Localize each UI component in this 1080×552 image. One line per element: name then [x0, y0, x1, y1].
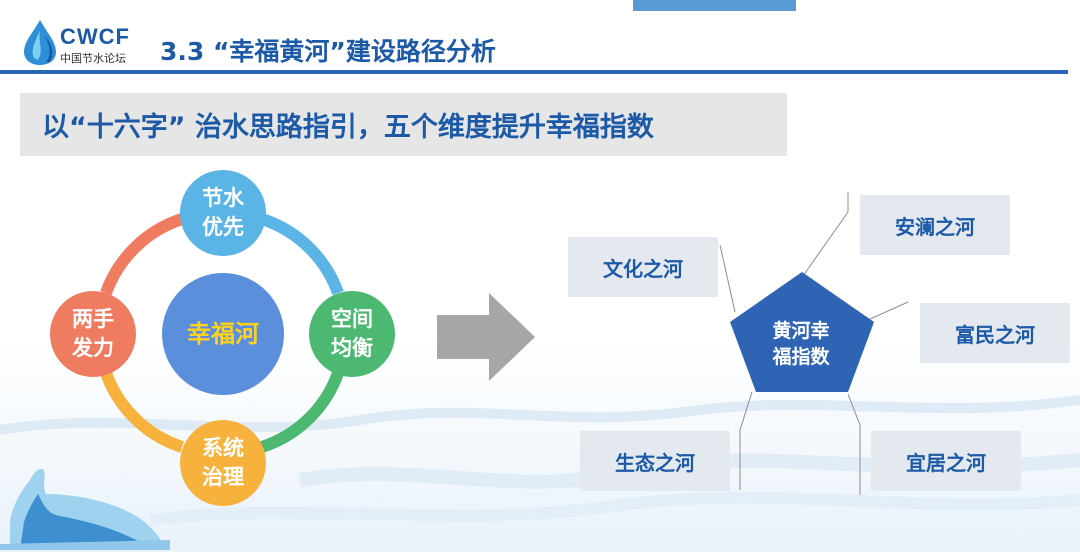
header: CWCF 中国节水论坛 3.3 “幸福黄河”建设路径分析 — [0, 0, 1080, 75]
dimension-livable: 宜居之河 — [871, 431, 1021, 491]
arc-right-bottom — [260, 370, 344, 453]
dimension-ecology: 生态之河 — [580, 431, 730, 491]
right-arrow-icon — [437, 293, 535, 381]
node-label-line1: 两手 — [72, 307, 114, 331]
node-label-line2: 均衡 — [331, 336, 373, 360]
node-label-line1: 节水 — [202, 186, 244, 210]
top-tab-decoration — [633, 0, 796, 11]
pentagon-label: 黄河幸 福指数 — [742, 318, 860, 370]
node-two-hands: 两手 发力 — [50, 291, 136, 377]
node-label-line2: 治理 — [202, 465, 244, 489]
cycle-ring — [100, 213, 344, 453]
center-node-label: 幸福河 — [187, 319, 259, 348]
node-label-line2: 发力 — [72, 336, 114, 360]
pentagon-line1: 黄河幸 — [772, 320, 830, 342]
node-label-line1: 空间 — [331, 307, 373, 331]
yellow-river-mother-statue-icon — [0, 468, 170, 550]
node-water-saving: 节水 优先 — [180, 170, 266, 256]
dimension-wealth: 富民之河 — [920, 303, 1070, 363]
banner-text: 以“十六字” 治水思路指引，五个维度提升幸福指数 — [42, 112, 654, 143]
node-spatial-balance: 空间 均衡 — [309, 291, 395, 377]
water-drop-icon — [24, 20, 56, 65]
logo: CWCF 中国节水论坛 — [20, 18, 150, 68]
header-divider — [0, 70, 1068, 74]
node-label-line2: 优先 — [202, 215, 244, 239]
dimension-safety: 安澜之河 — [860, 195, 1010, 255]
arc-left-top — [100, 213, 184, 296]
arc-top-right — [260, 213, 344, 296]
node-system-governance: 系统 治理 — [180, 420, 266, 506]
pentagon-shape — [730, 272, 874, 392]
node-label-line1: 系统 — [202, 436, 244, 460]
center-node: 幸福河 — [162, 273, 284, 395]
section-title: 3.3 “幸福黄河”建设路径分析 — [160, 37, 496, 66]
dimension-culture: 文化之河 — [568, 237, 718, 297]
subtitle-banner: 以“十六字” 治水思路指引，五个维度提升幸福指数 — [20, 93, 787, 156]
arc-bottom-left — [100, 370, 184, 453]
logo-text: CWCF — [60, 24, 130, 49]
logo-subtitle: 中国节水论坛 — [60, 52, 126, 65]
pentagon-line2: 福指数 — [772, 346, 830, 368]
